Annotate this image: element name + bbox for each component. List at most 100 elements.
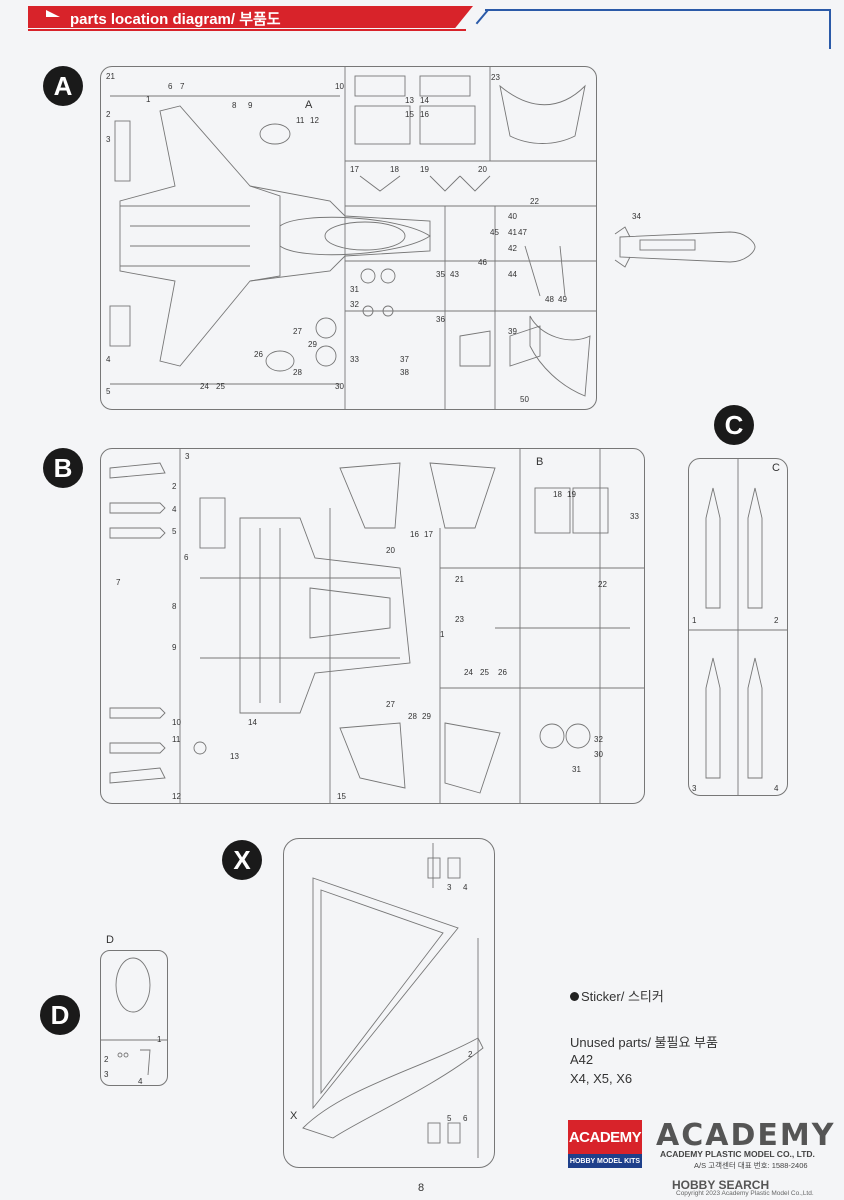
part-number: 11 (172, 735, 181, 744)
part-number: 7 (180, 82, 185, 91)
part-number: 4 (106, 355, 111, 364)
part-number: 3 (447, 883, 452, 892)
header-arrow-icon (46, 10, 60, 17)
part-number: 31 (572, 765, 581, 774)
part-number: 46 (478, 258, 487, 267)
academy-logo-red: ACADEMY (568, 1120, 642, 1154)
sprue-d-tag: D (106, 934, 114, 946)
part-number: 37 (400, 355, 409, 364)
header-banner (28, 6, 473, 28)
sprue-x-frame (283, 838, 495, 1168)
part-number: 10 (335, 82, 344, 91)
part-number: 1 (440, 630, 445, 639)
sprue-a-frame (100, 66, 597, 410)
part-number: 8 (232, 101, 237, 110)
part-number: 5 (172, 527, 177, 536)
sprue-c-tag: C (772, 462, 780, 474)
part-number: 4 (138, 1077, 143, 1086)
part-number: 21 (106, 72, 115, 81)
part-number: 23 (491, 73, 500, 82)
header-divider-slant (475, 9, 489, 25)
part-number: 29 (308, 340, 317, 349)
part-number: 35 (436, 270, 445, 279)
sprue-b-tag: B (536, 456, 544, 468)
part-number: 27 (386, 700, 395, 709)
sprue-a-tag: A (305, 99, 313, 111)
part-number: 36 (436, 315, 445, 324)
part-number: 3 (692, 784, 697, 793)
sprue-d-frame (100, 950, 168, 1086)
part-number: 32 (594, 735, 603, 744)
part-number: 6 (463, 1114, 468, 1123)
part-number: 27 (293, 327, 302, 336)
part-number: 7 (116, 578, 121, 587)
page-number: 8 (418, 1182, 425, 1194)
part-number: 28 (408, 712, 417, 721)
part-number: 38 (400, 368, 409, 377)
part-number: 25 (216, 382, 225, 391)
part-number: 3 (106, 135, 111, 144)
part-number: 20 (386, 546, 395, 555)
part-number: 23 (455, 615, 464, 624)
part-number: 50 (520, 395, 529, 404)
copyright-text: Copyright 2023 Academy Plastic Model Co.… (676, 1190, 814, 1197)
part-number: 41 (508, 228, 517, 237)
part-number: 2 (106, 110, 111, 119)
part-number: 33 (350, 355, 359, 364)
part-number: 5 (106, 387, 111, 396)
part-number: 14 (420, 96, 429, 105)
part-a34-drawing (614, 226, 756, 268)
part-number: 13 (230, 752, 239, 761)
part-number: 15 (405, 110, 414, 119)
part-number: 4 (774, 784, 779, 793)
part-number: 11 (296, 116, 305, 125)
part-number: 1 (692, 616, 697, 625)
part-number: 32 (350, 300, 359, 309)
academy-logo: ACADEMY HOBBY MODEL KITS (568, 1120, 642, 1170)
part-number: 2 (104, 1055, 109, 1064)
part-number: 45 (490, 228, 499, 237)
part-number: 42 (508, 244, 517, 253)
sticker-label: Sticker/ 스티커 (570, 986, 664, 1005)
sprue-b-drawing (109, 448, 645, 804)
page-title: parts location diagram/ 부품도 (70, 11, 281, 28)
part-number: 19 (420, 165, 429, 174)
part-number: 5 (447, 1114, 452, 1123)
part-number: 43 (450, 270, 459, 279)
part-number: 8 (172, 602, 177, 611)
sprue-c-drawing (688, 458, 788, 796)
part-number: 19 (567, 490, 576, 499)
part-number: 3 (185, 452, 190, 461)
company-name: ACADEMY PLASTIC MODEL CO., LTD. (660, 1149, 815, 1159)
part-number: 10 (172, 718, 181, 727)
part-number: 1 (146, 95, 151, 104)
part-number: 9 (248, 101, 253, 110)
sprue-badge-c: C (714, 405, 754, 445)
part-number: 2 (468, 1050, 473, 1059)
part-number: 48 (545, 295, 554, 304)
sprue-x-drawing (302, 843, 484, 1158)
part-number: 25 (480, 668, 489, 677)
part-number: 49 (558, 295, 567, 304)
part-number: 18 (390, 165, 399, 174)
part-number: 16 (410, 530, 419, 539)
part-number: 13 (405, 96, 414, 105)
unused-parts-x: X4, X5, X6 (570, 1071, 633, 1086)
part-number: 16 (420, 110, 429, 119)
part-number: 4 (172, 505, 177, 514)
part-number: 24 (464, 668, 473, 677)
part-number: 17 (350, 165, 359, 174)
part-number: 18 (553, 490, 562, 499)
part-number: 12 (172, 792, 181, 801)
watermark-text: HOBBY SEARCH (672, 1178, 770, 1192)
sprue-badge-d: D (40, 995, 80, 1035)
sprue-badge-a: A (43, 66, 83, 106)
part-number: 2 (774, 616, 779, 625)
part-number: 39 (508, 327, 517, 336)
part-number: 20 (478, 165, 487, 174)
sprue-b-frame (100, 448, 645, 804)
part-number: 30 (594, 750, 603, 759)
part-number: 34 (632, 212, 641, 221)
header-divider-blue (485, 9, 830, 11)
part-number: 47 (518, 228, 527, 237)
